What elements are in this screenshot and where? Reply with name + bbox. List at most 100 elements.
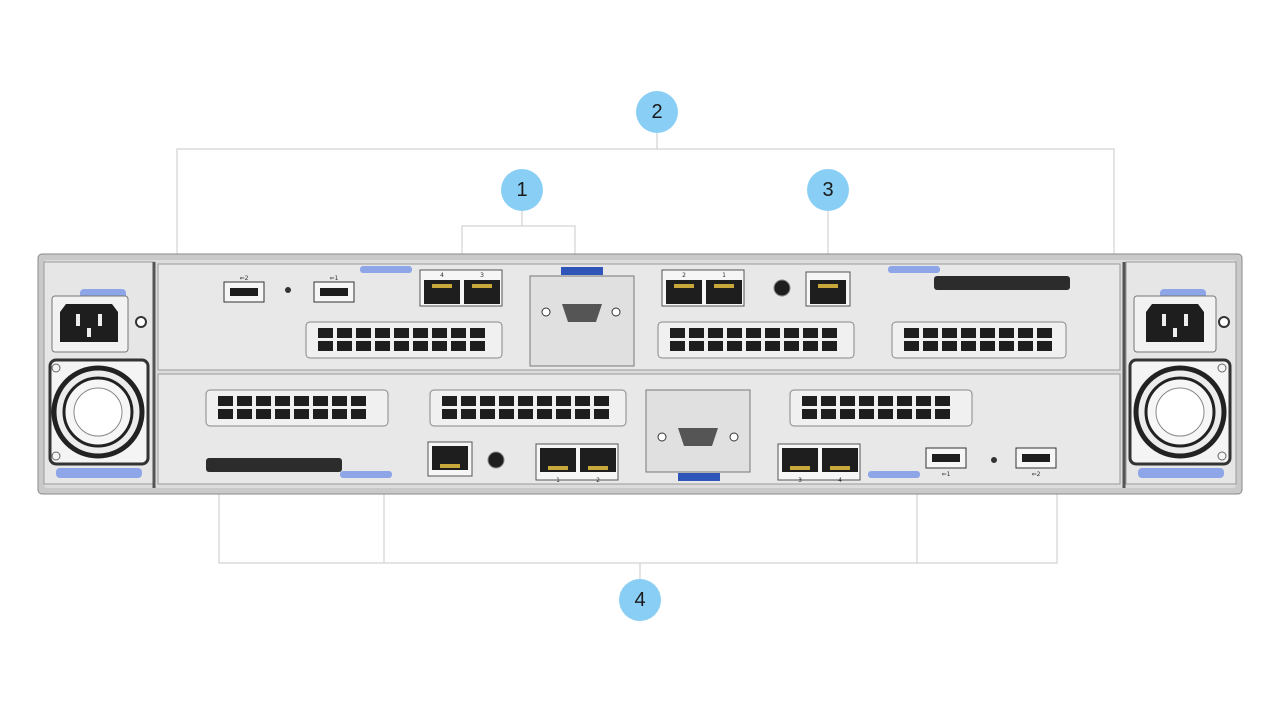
port-label-top-b1: 2 [682, 272, 686, 279]
vent-cell [337, 328, 352, 338]
leader-line-4 [218, 480, 1058, 580]
vent-cell [470, 341, 485, 351]
callout-4-label: 4 [634, 589, 645, 611]
vent-cell [961, 328, 976, 338]
vent-cell [332, 409, 347, 419]
management-port-icon [427, 441, 473, 477]
vent-cell [413, 328, 428, 338]
callout-3[interactable]: 3 [807, 169, 849, 211]
vent-cell [942, 341, 957, 351]
port-label-bottom-a2: 2 [596, 477, 600, 484]
vent-cell [923, 341, 938, 351]
callout-2-label: 2 [651, 101, 662, 123]
vent-cell [313, 396, 328, 406]
vent-cell [840, 396, 855, 406]
vent-cell [313, 409, 328, 419]
vent-cell [803, 341, 818, 351]
vent-cell [897, 396, 912, 406]
leader-lines [176, 132, 1115, 580]
vent-cell [878, 396, 893, 406]
port-label-usb1: ⇐1 [330, 275, 339, 282]
vent-cell [840, 409, 855, 419]
vent-cell [708, 341, 723, 351]
vent-cell [375, 328, 390, 338]
callout-1[interactable]: 1 [501, 169, 543, 211]
power-inlet-icon [60, 304, 118, 342]
vent-cell [1037, 328, 1052, 338]
vent-cell [294, 396, 309, 406]
callout-3-label: 3 [822, 179, 833, 201]
vent-cell [923, 328, 938, 338]
vent-cell [556, 396, 571, 406]
port-label-bottom-usb2: ⇐2 [1032, 471, 1041, 478]
vent-cell [1037, 341, 1052, 351]
vent-cell [765, 341, 780, 351]
vent-cell [935, 409, 950, 419]
vent-cell [537, 396, 552, 406]
vent-cell [394, 341, 409, 351]
vent-cell [784, 328, 799, 338]
pcie-slot-bottom-right [789, 389, 973, 427]
vent-cell [518, 396, 533, 406]
vent-cell [394, 328, 409, 338]
usb-port-icon [925, 447, 967, 469]
vent-cell [451, 341, 466, 351]
leader-line-1 [461, 211, 576, 265]
psu-left-details [48, 289, 150, 478]
vent-cell [275, 409, 290, 419]
vent-cell [442, 396, 457, 406]
vent-cell [461, 396, 476, 406]
vent-cell [356, 328, 371, 338]
vent-cell [594, 409, 609, 419]
vga-port-icon [529, 275, 635, 367]
pcie-slot-bottom-left [205, 389, 389, 427]
fan-icon [1128, 358, 1232, 466]
vent-cell [784, 341, 799, 351]
vent-cell [499, 409, 514, 419]
usb-port-icon [313, 281, 355, 303]
vent-cell [518, 409, 533, 419]
vent-cell [1018, 328, 1033, 338]
vent-cell [859, 409, 874, 419]
vent-cell [904, 341, 919, 351]
vent-cell [332, 396, 347, 406]
callouts: 1 2 3 4 [501, 91, 849, 621]
pcie-slot-top-right [891, 321, 1067, 359]
vent-cell [594, 396, 609, 406]
vent-cell [727, 341, 742, 351]
vent-cell [575, 409, 590, 419]
vent-cell [256, 396, 271, 406]
vent-cell [670, 341, 685, 351]
vent-cell [318, 328, 333, 338]
vent-cell [537, 409, 552, 419]
vent-cell [575, 396, 590, 406]
vent-cell [821, 396, 836, 406]
callout-1-label: 1 [516, 179, 527, 201]
port-label-bottom-b1: 3 [798, 477, 802, 484]
vent-cell [803, 328, 818, 338]
vent-cell [822, 341, 837, 351]
vent-cell [351, 396, 366, 406]
vent-cell [556, 409, 571, 419]
vent-cell [980, 341, 995, 351]
callout-4[interactable]: 4 [619, 579, 661, 621]
vent-cell [727, 328, 742, 338]
usb-port-icon [1015, 447, 1057, 469]
port-label-bottom-usb1: ⇐1 [942, 471, 951, 478]
vent-cell [859, 396, 874, 406]
vent-cell [351, 409, 366, 419]
vent-cell [275, 396, 290, 406]
port-label-bottom-a1: 1 [556, 477, 560, 484]
vent-cell [746, 328, 761, 338]
vent-cell [878, 409, 893, 419]
vent-cell [916, 409, 931, 419]
vent-cell [218, 409, 233, 419]
callout-2[interactable]: 2 [636, 91, 678, 133]
vent-cell [294, 409, 309, 419]
psu-right-details [1128, 289, 1232, 478]
vent-cell [237, 396, 252, 406]
vent-cell [218, 396, 233, 406]
vent-cell [432, 341, 447, 351]
fan-icon [48, 358, 150, 466]
